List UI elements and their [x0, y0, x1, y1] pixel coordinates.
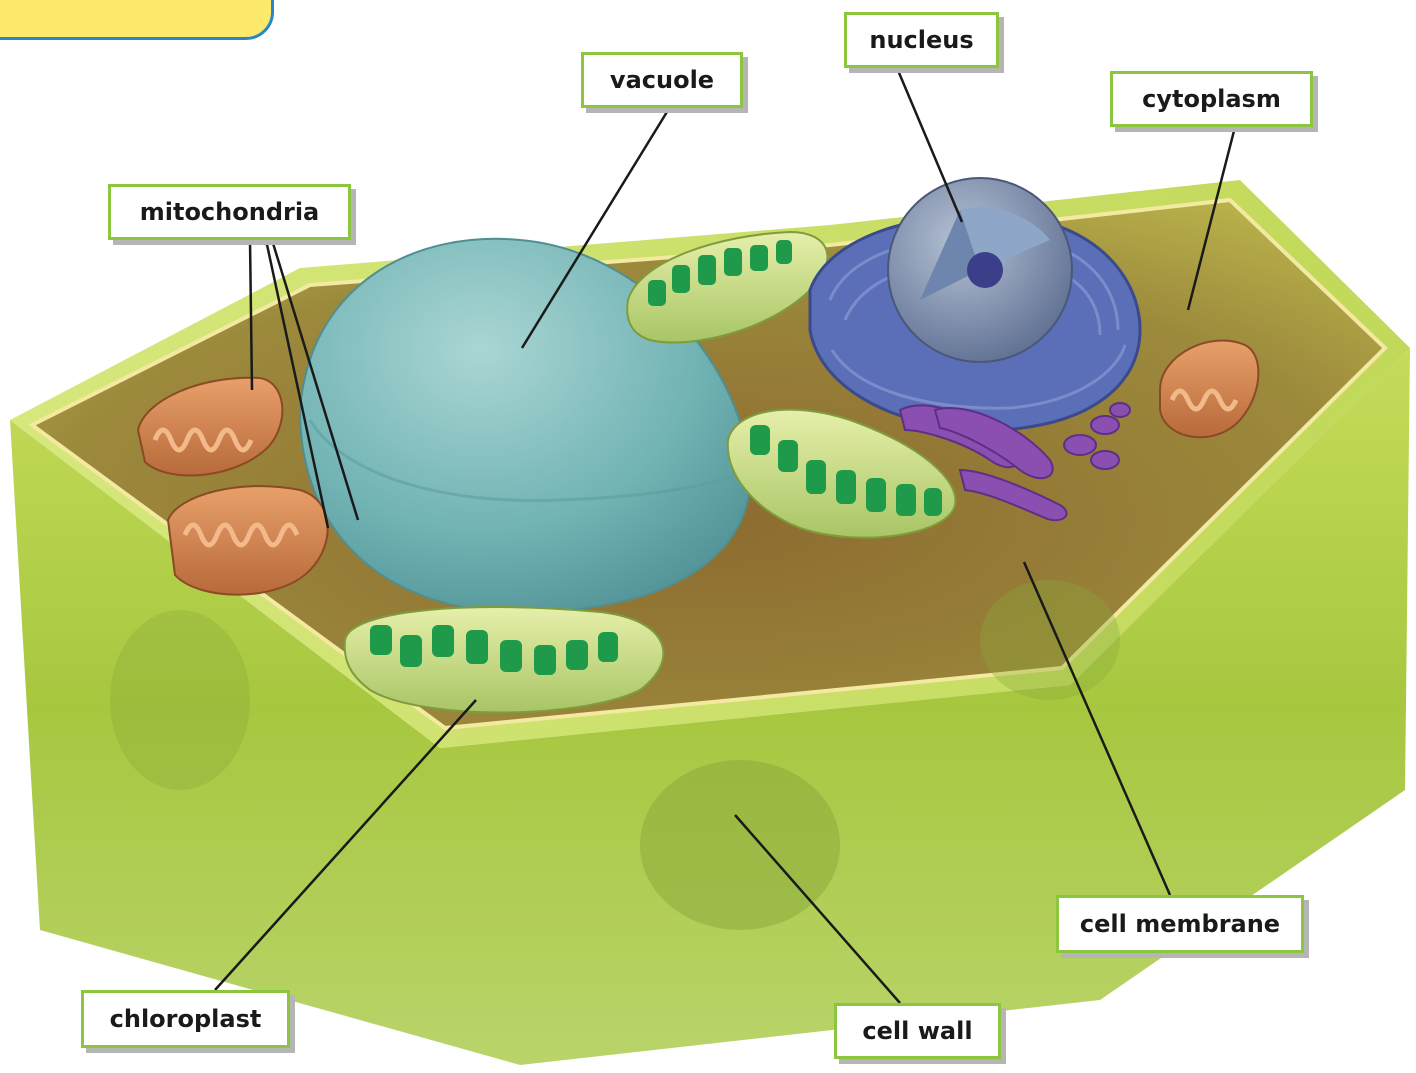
chloroplast-1	[345, 607, 664, 712]
label-mitochondria: mitochondria	[108, 184, 351, 240]
label-cell-wall: cell wall	[834, 1003, 1001, 1059]
label-chloroplast: chloroplast	[81, 990, 290, 1048]
label-cell-membrane: cell membrane	[1056, 895, 1304, 953]
nucleus-sphere	[888, 178, 1072, 362]
label-cytoplasm: cytoplasm	[1110, 71, 1313, 127]
label-vacuole: vacuole	[581, 52, 743, 108]
label-nucleus: nucleus	[844, 12, 999, 68]
